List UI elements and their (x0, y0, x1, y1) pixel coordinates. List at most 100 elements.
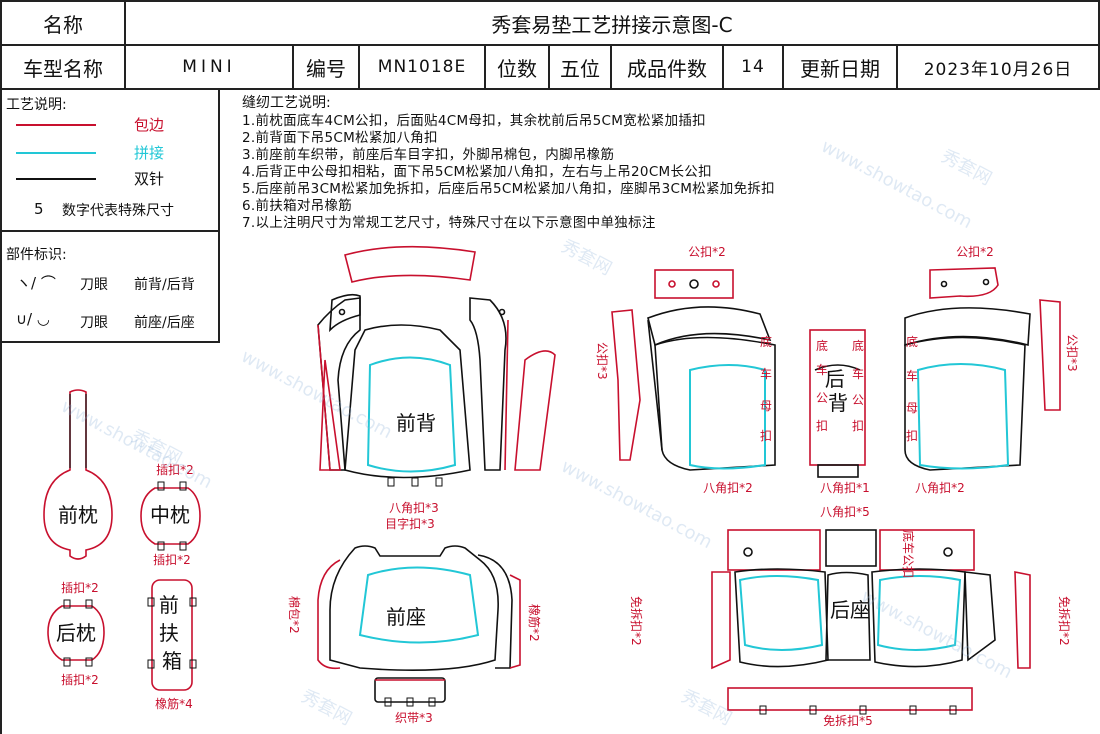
rear-back-male-clip-left: 公扣*2 (688, 245, 726, 259)
parts-symbol-2: ∪/ ◡ (16, 310, 50, 328)
date-label: 更新日期 (800, 56, 880, 81)
seat-label: 位数 (497, 56, 537, 81)
note-7: 7.以上注明尺寸为常规工艺尺寸，特殊尺寸在以下示意图中单独标注 (242, 215, 656, 231)
rear-back-note-left: 底 车 母 扣 (760, 334, 776, 443)
table-row-divider-2 (0, 88, 1100, 90)
rear-back-note-right: 底 车 母 扣 (906, 334, 922, 443)
note-6: 6.前扶箱对吊橡筋 (242, 198, 353, 214)
parts-meaning-1: 前背/后背 (134, 277, 195, 293)
rear-pillow-top-clip: 插扣*2 (61, 581, 99, 595)
date-value: 2023年10月26日 (923, 59, 1073, 80)
splice-label: 拼接 (134, 144, 165, 162)
name-label: 名称 (43, 12, 83, 37)
piping-label: 包边 (134, 116, 165, 134)
double-needle-label: 双针 (134, 170, 165, 188)
svg-text:秀套网: 秀套网 (678, 686, 736, 730)
armrest-rubber: 橡筋*4 (155, 696, 193, 711)
note-3: 3.前座前车织带，前座后车目字扣，外脚吊棉包，内脚吊橡筋 (242, 147, 615, 163)
mid-pillow-bottom-clip: 插扣*2 (153, 553, 191, 567)
front-pillow-label: 前枕 (58, 503, 98, 527)
rear-pillow-piece (47, 599, 105, 667)
number-hint-num: 5 (34, 200, 44, 218)
count-label: 成品件数 (627, 56, 707, 81)
number-hint-text: 数字代表特殊尺寸 (62, 203, 174, 219)
rear-seat-octagon: 八角扣*5 (820, 505, 870, 519)
table-border-left (0, 0, 2, 734)
mid-pillow-label: 中枕 (150, 503, 190, 527)
front-seat-webbing: 织带*3 (395, 711, 433, 725)
rear-back-label: 后 背 (825, 367, 851, 415)
svg-text:秀套网: 秀套网 (298, 686, 356, 730)
col-divider-code (292, 44, 294, 90)
note-2: 2.前背面下吊5CM松紧加八角扣 (242, 130, 438, 146)
seat-value: 五位 (560, 56, 600, 81)
double-needle-swatch (16, 178, 96, 180)
rear-seat-no-remove-bottom: 免拆扣*5 (823, 713, 873, 728)
rear-seat-piece (711, 529, 1031, 715)
col-divider-countval (722, 44, 724, 90)
parts-title: 部件标识: (6, 247, 67, 263)
model-label: 车型名称 (23, 56, 103, 81)
front-armrest-label: 前 扶 箱 (159, 593, 185, 673)
rear-back-male-clip-3-left: 公扣*3 (595, 342, 609, 380)
parts-text-1: 刀眼 (80, 277, 108, 293)
rear-back-pieces (611, 267, 1061, 478)
front-back-piece (317, 245, 556, 487)
rear-seat-no-remove-left: 免拆扣*2 (629, 596, 644, 646)
rear-seat-label: 后座 (830, 598, 870, 622)
svg-text:秀套网: 秀套网 (558, 236, 616, 280)
table-row-divider-1 (0, 44, 1100, 46)
legend-title: 工艺说明: (6, 97, 67, 113)
col-divider-name (124, 0, 126, 90)
splice-swatch (16, 152, 96, 154)
rear-back-male-clip-3-right: 公扣*3 (1065, 334, 1079, 372)
table-border-right (1098, 0, 1100, 90)
col-divider-seat (484, 44, 486, 90)
code-value: MN1018E (377, 57, 467, 77)
col-divider-codeval (358, 44, 360, 90)
rear-seat-no-remove-right: 免拆扣*2 (1057, 596, 1072, 646)
col-divider-count (610, 44, 612, 90)
note-4: 4.后背正中公母扣相粘，面下吊5CM松紧加八角扣，左右与上吊20CM长公扣 (242, 164, 712, 180)
parts-text-2: 刀眼 (80, 315, 108, 331)
col-divider-dateval (896, 44, 898, 90)
rear-back-note-center-left: 底 车 公 扣 (816, 338, 832, 433)
rear-back-octagon-center: 八角扣*1 (820, 481, 870, 495)
col-divider-seatval (548, 44, 550, 90)
rear-back-male-clip-right: 公扣*2 (956, 245, 994, 259)
rear-back-note-center-right: 底 车 公 扣 (852, 338, 868, 433)
note-1: 1.前枕面底车4CM公扣，后面贴4CM母扣，其余枕前后吊5CM宽松紧加插扣 (242, 113, 706, 129)
svg-text:www.showtao.com: www.showtao.com (238, 346, 396, 443)
col-divider-date (782, 44, 784, 90)
notes-title: 缝纫工艺说明: (242, 95, 331, 111)
rear-back-octagon-left: 八角扣*2 (703, 481, 753, 495)
rubber-2-label: 橡筋*2 (527, 604, 542, 642)
piping-swatch (16, 124, 96, 126)
model-value: MINI (182, 57, 236, 77)
parts-meaning-2: 前座/后座 (134, 315, 195, 331)
front-seat-piece (317, 545, 521, 707)
rear-pillow-bottom-clip: 插扣*2 (61, 673, 99, 687)
front-armrest-piece (147, 579, 197, 691)
rear-seat-center-male-note: 底车公扣 (901, 530, 916, 578)
front-back-octagon: 八角扣*3 (389, 501, 439, 515)
page-title: 秀套易垫工艺拼接示意图-C (491, 12, 733, 37)
mid-pillow-piece (140, 481, 201, 551)
front-pillow-piece (43, 389, 113, 560)
rear-back-octagon-right: 八角扣*2 (915, 481, 965, 495)
count-value: 14 (741, 57, 765, 77)
front-seat-eye-clip: 目字扣*3 (385, 516, 435, 531)
legend-border-bottom (0, 341, 220, 343)
legend-divider (0, 230, 220, 232)
table-border-top (0, 0, 1100, 2)
note-5: 5.后座前吊3CM松紧加免拆扣，后座后吊5CM松紧加八角扣，座脚吊3CM松紧加免… (242, 181, 775, 197)
legend-border-right (218, 88, 220, 342)
rear-pillow-label: 后枕 (56, 621, 96, 645)
parts-symbol-1: ヽ/ ⌒ (16, 274, 56, 292)
svg-text:秀套网: 秀套网 (938, 146, 996, 190)
mid-pillow-top-clip: 插扣*2 (156, 463, 194, 477)
code-label: 编号 (306, 56, 346, 81)
front-seat-label: 前座 (386, 605, 426, 629)
front-back-label: 前背 (396, 411, 436, 435)
